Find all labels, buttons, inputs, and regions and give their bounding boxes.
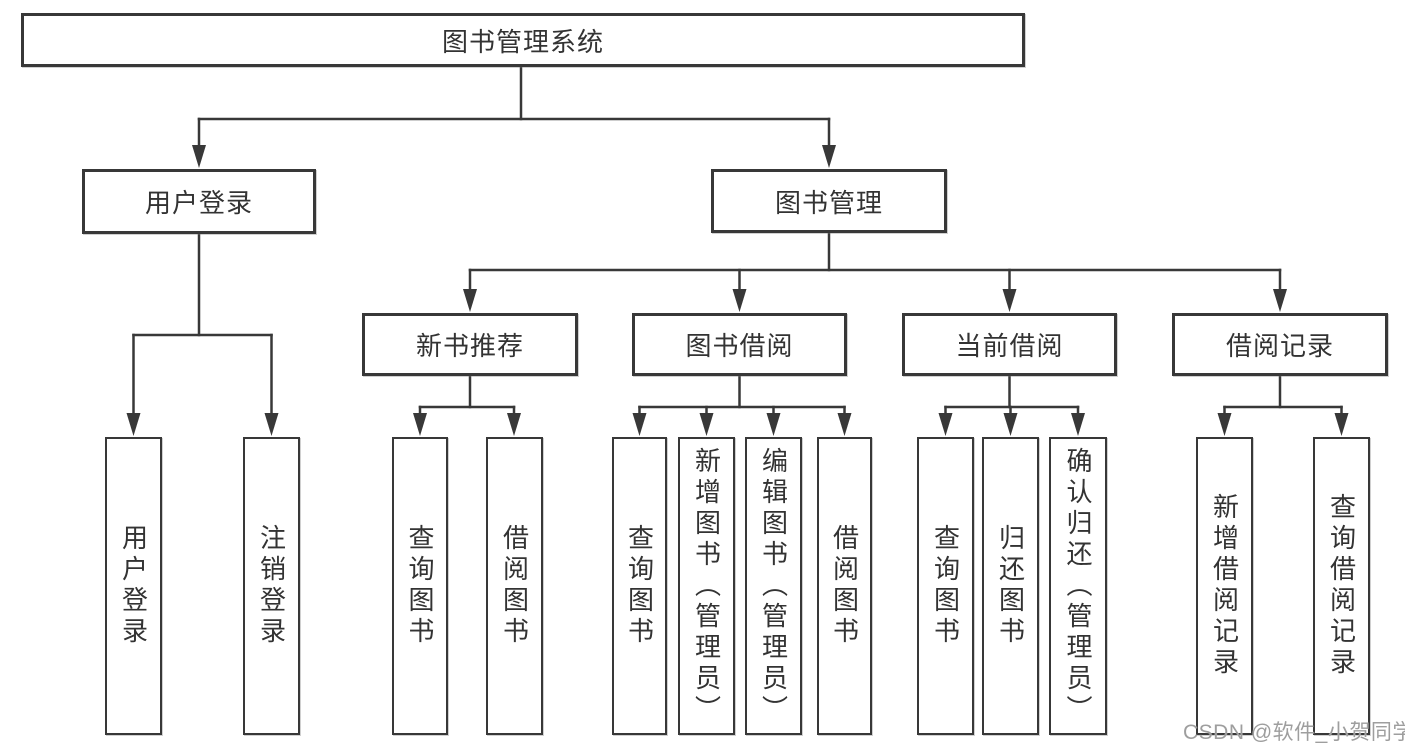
node-label: 用户登录 [144,188,253,218]
node-label: 归还图书 [995,524,1026,648]
leaf-add-borrow-record: 新增借阅记录 [1196,437,1253,735]
node-current-borrow: 当前借阅 [902,313,1117,376]
node-label: 当前借阅 [955,331,1064,361]
watermark: CSDN @软件_小贺同学 [1183,721,1405,744]
leaf-query-borrow-record: 查询借阅记录 [1313,437,1370,735]
node-label: 新增图书（管理员） [691,446,722,726]
node-book-management: 图书管理 [711,169,947,233]
leaf-query-books-recommend: 查询图书 [392,437,448,735]
node-label: 注销登录 [256,524,287,648]
leaf-add-book-admin: 新增图书（管理员） [678,437,735,735]
node-label: 确认归还（管理员） [1063,446,1093,726]
node-book-borrow: 图书借阅 [632,313,847,376]
leaf-edit-book-admin: 编辑图书（管理员） [745,437,802,735]
node-label: 借阅记录 [1225,331,1334,361]
node-library-system: 图书管理系统 [21,13,1025,67]
node-label: 查询图书 [405,524,435,648]
node-borrow-records: 借阅记录 [1172,313,1388,376]
node-user-login: 用户登录 [82,169,316,234]
node-label: 新书推荐 [415,331,524,361]
node-label: 借阅图书 [829,524,860,648]
node-label: 图书管理 [774,187,883,218]
node-label: 查询图书 [930,524,961,648]
node-label: 图书借阅 [685,331,794,361]
leaf-borrow-books-recommend: 借阅图书 [486,437,543,735]
leaf-confirm-return-admin: 确认归还（管理员） [1049,437,1107,735]
node-label: 编辑图书（管理员） [758,446,789,726]
leaf-query-books-borrow: 查询图书 [612,437,667,735]
leaf-return-book: 归还图书 [982,437,1039,735]
node-label: 新增借阅记录 [1209,493,1240,679]
leaf-user-login: 用户登录 [105,437,162,735]
leaf-borrow-books: 借阅图书 [817,437,872,735]
node-label: 查询图书 [624,524,655,648]
node-label: 图书管理系统 [441,26,604,57]
node-label: 查询借阅记录 [1326,493,1357,679]
node-label: 用户登录 [118,524,149,648]
node-label: 借阅图书 [499,524,530,648]
node-new-book-recommend: 新书推荐 [362,313,578,376]
leaf-logout: 注销登录 [243,437,300,735]
leaf-query-books-current: 查询图书 [917,437,974,735]
